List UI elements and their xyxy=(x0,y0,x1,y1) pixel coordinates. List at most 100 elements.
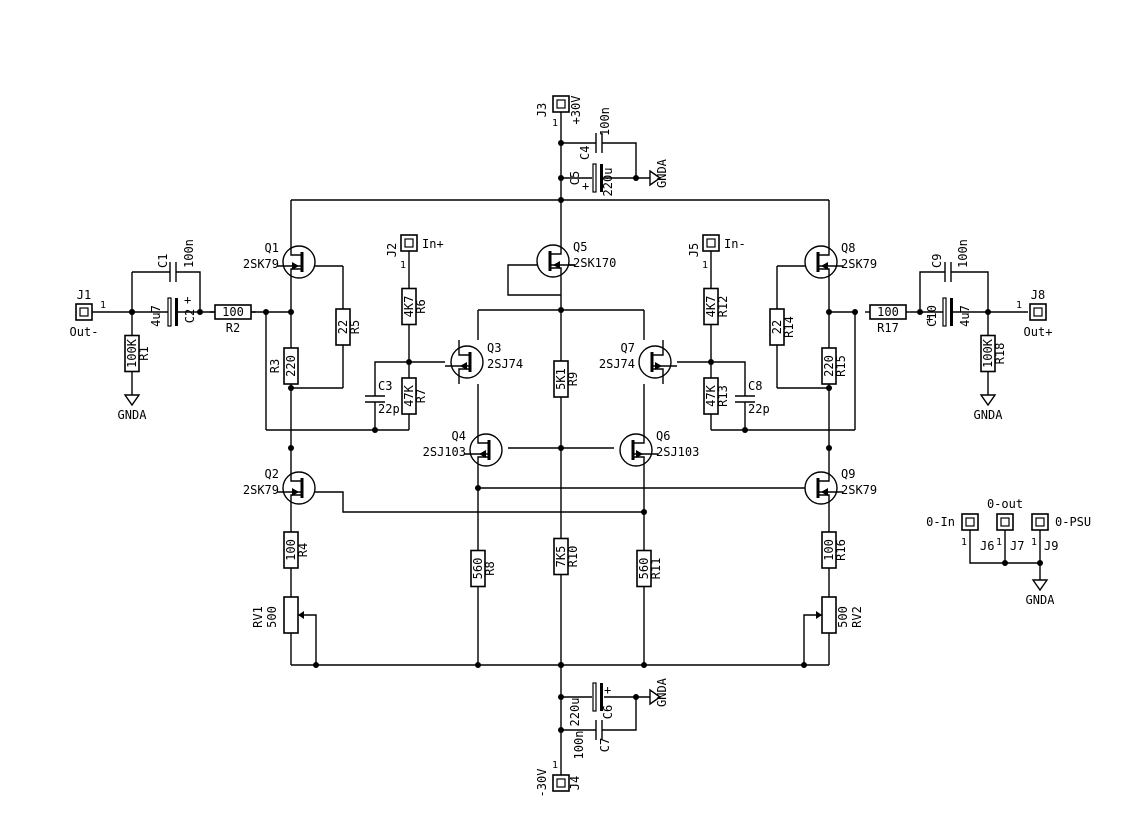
capacitor-value: 100n xyxy=(182,239,196,268)
junction-dot xyxy=(558,662,564,668)
transistor-value: 2SK79 xyxy=(243,483,279,497)
wire xyxy=(602,142,637,178)
transistor-ref: Q3 xyxy=(487,341,501,355)
connector-j7: J70-out xyxy=(987,497,1025,553)
resistor-ref: R11 xyxy=(649,558,663,580)
capacitor-ref: C9 xyxy=(930,254,944,268)
resistor-value: 220 xyxy=(284,355,298,377)
capacitor-ref: C6 xyxy=(601,705,615,719)
connector-label: In+ xyxy=(422,237,444,251)
connector-ref: J6 xyxy=(980,539,994,553)
resistor-value: 4K7 xyxy=(704,296,718,318)
resistor-ref: R6 xyxy=(414,299,428,313)
resistor-ref: R17 xyxy=(877,321,899,335)
junction-dot xyxy=(129,309,135,315)
resistor-ref: R12 xyxy=(716,296,730,318)
connector-label: +30V xyxy=(569,96,583,125)
capacitor-value: 4u7 xyxy=(149,305,163,327)
capacitor-ref: C8 xyxy=(748,379,762,393)
pin-number: 1 xyxy=(1031,537,1037,548)
resistor-value: 100 xyxy=(222,305,244,319)
connector-label: In- xyxy=(724,237,746,251)
resistor-ref: R14 xyxy=(782,316,796,338)
capacitor-c4: C4 100n xyxy=(578,107,612,160)
capacitor-ref: C10 xyxy=(925,305,939,327)
capacitor-value: 100n xyxy=(956,239,970,268)
connector-label: Out- xyxy=(70,325,99,339)
resistor-ref: R10 xyxy=(566,546,580,568)
capacitor-value: 100n xyxy=(598,107,612,136)
resistor-ref: R15 xyxy=(834,355,848,377)
ground-symbol: GNDA xyxy=(118,394,148,422)
capacitor-value: 4u7 xyxy=(958,305,972,327)
transistor-ref: Q8 xyxy=(841,241,855,255)
pin-number: 1 xyxy=(961,537,967,548)
capacitor-ref: C2 xyxy=(183,309,197,323)
polarity-plus: + xyxy=(604,683,611,697)
transistor-value: 2SK79 xyxy=(841,257,877,271)
connector-j9: J9 0-PSU xyxy=(1031,513,1091,553)
ground-label: GNDA xyxy=(118,408,148,422)
connector-ref: J2 xyxy=(385,243,399,257)
connector-ref: J3 xyxy=(535,103,549,117)
connector-ref: J9 xyxy=(1044,539,1058,553)
junction-dot xyxy=(558,175,564,181)
ground-label: GNDA xyxy=(1026,593,1056,607)
wires xyxy=(92,112,1041,775)
capacitor-value: 22p xyxy=(378,402,400,416)
resistor-value: 22 xyxy=(336,320,350,334)
pin-number: 1 xyxy=(400,260,406,271)
junction-dot xyxy=(633,694,639,700)
connector-label: 0-PSU xyxy=(1055,515,1091,529)
ground-label: GNDA xyxy=(974,408,1004,422)
transistor-ref: Q5 xyxy=(573,240,587,254)
ground-symbol: GNDA xyxy=(649,677,669,707)
resistor-ref: R16 xyxy=(834,539,848,561)
capacitor-c1: C1 100n xyxy=(156,239,196,282)
resistor-value: 100 xyxy=(284,539,298,561)
resistor-value: 100 xyxy=(877,305,899,319)
junction-dot xyxy=(406,359,412,365)
capacitor-ref: C1 xyxy=(156,254,170,268)
junction-dot xyxy=(826,385,832,391)
transistor-ref: Q1 xyxy=(265,241,279,255)
junction-dot xyxy=(1037,560,1043,566)
junction-dot xyxy=(558,694,564,700)
resistor-value: 560 xyxy=(471,558,485,580)
pin-number: 1 xyxy=(996,537,1002,548)
ground-symbol: GNDA xyxy=(974,394,1004,422)
connector-label: Out+ xyxy=(1024,325,1053,339)
capacitor-ref: C4 xyxy=(578,146,592,160)
resistor-value: 5K1 xyxy=(554,368,568,390)
wire xyxy=(313,491,644,513)
connector-label: 0-out xyxy=(987,497,1023,511)
transistor-ref: Q6 xyxy=(656,429,670,443)
junction-dot xyxy=(372,427,378,433)
wire xyxy=(951,271,989,312)
ground-label: GNDA xyxy=(655,158,669,188)
resistor-ref: R7 xyxy=(414,389,428,403)
junction-dot xyxy=(558,727,564,733)
pot-value: 500 xyxy=(265,606,279,628)
